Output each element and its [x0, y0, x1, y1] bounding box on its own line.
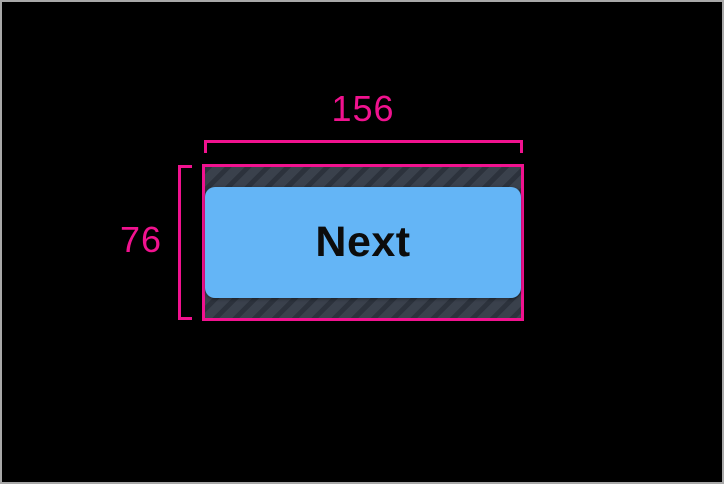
widget-selection-outline: Next — [202, 164, 524, 321]
padding-hatch-area: Next — [205, 167, 521, 318]
width-dimension-label: 156 — [331, 88, 395, 129]
next-button[interactable]: Next — [205, 187, 521, 298]
width-measure-bracket — [204, 140, 523, 153]
height-dimension-label: 76 — [119, 219, 162, 260]
next-button-label: Next — [315, 218, 411, 266]
height-measure-bracket — [178, 165, 192, 320]
